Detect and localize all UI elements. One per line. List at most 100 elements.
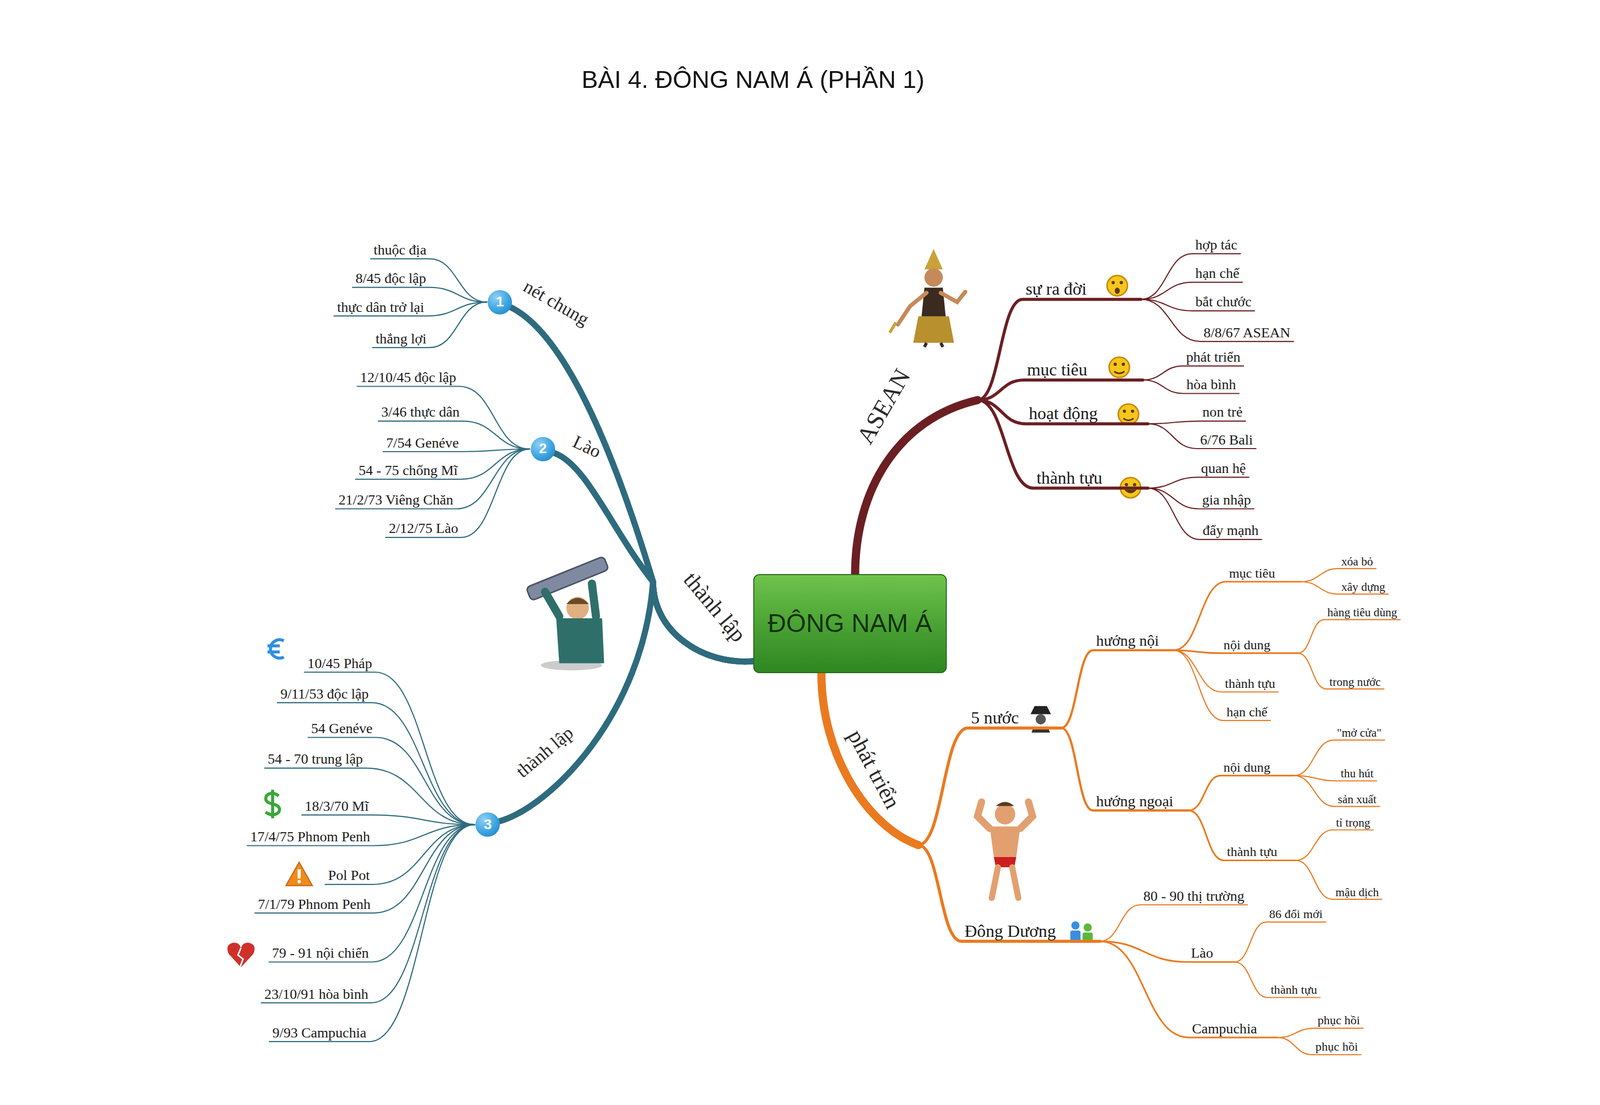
leaf-label: bắt chước xyxy=(1195,293,1252,310)
branch-label: Campuchia xyxy=(1192,1020,1258,1037)
branch-title: phát triển xyxy=(842,725,906,814)
leaf-label: 8/45 độc lập xyxy=(355,270,427,287)
leaf-line xyxy=(1295,860,1382,900)
callout-number: 3 xyxy=(475,812,500,837)
dollar-icon xyxy=(265,789,280,818)
branch-line xyxy=(918,727,1062,846)
euro-icon xyxy=(267,639,284,658)
leaf-label: 54 - 70 trung lập xyxy=(267,750,363,767)
leaf-line xyxy=(1147,488,1262,540)
leaf-label: gia nhập xyxy=(1202,491,1252,508)
leaf-label: thành tựu xyxy=(1224,676,1275,692)
leaf-line xyxy=(1147,423,1257,449)
leaf-label: 9/93 Campuchia xyxy=(272,1024,367,1041)
leaf-label: hạn chế xyxy=(1226,704,1268,720)
leaf-line xyxy=(1277,1037,1361,1055)
leaf-label: 86 đổi mới xyxy=(1269,907,1323,922)
leaf-label: đẩy mạnh xyxy=(1202,522,1259,539)
leaf-label: thắng lợi xyxy=(375,330,427,347)
leaf-line xyxy=(1295,829,1373,861)
branch-label: nội dung xyxy=(1223,759,1271,776)
branch-label: mục tiêu xyxy=(1229,565,1276,582)
leaf-label: sản xuất xyxy=(1337,792,1377,807)
branch-label: sự ra đời xyxy=(1025,278,1087,299)
leaf-label: 7/54 Genéve xyxy=(386,434,459,452)
leaf-line xyxy=(1297,653,1384,690)
central-label: ĐÔNG NAM Á xyxy=(768,609,933,638)
leaf-label: hàng tiêu dùng xyxy=(1327,605,1397,620)
leaf-line xyxy=(1234,921,1326,963)
leaf-label: trong nước xyxy=(1329,675,1381,689)
branch-line xyxy=(977,400,1148,489)
leaf-line xyxy=(1140,253,1241,300)
leaf-label: 6/76 Bali xyxy=(1200,431,1254,448)
leaf-line xyxy=(269,824,475,962)
leaf-label: 7/1/79 Phnom Penh xyxy=(258,896,371,913)
title: BÀI 4. ĐÔNG NAM Á (PHẦN 1) xyxy=(581,65,925,94)
leaf-label: thu hút xyxy=(1340,766,1374,781)
leaf-label: xây dựng xyxy=(1341,580,1386,594)
branch-line xyxy=(1188,775,1294,811)
branch-label: hoạt động xyxy=(1028,403,1098,424)
branch-label: nội dung xyxy=(1223,637,1271,653)
smiley-icons xyxy=(1107,275,1141,498)
worker-figure xyxy=(525,556,609,671)
branch-label: 5 nước xyxy=(971,707,1019,728)
branch-connector xyxy=(554,453,754,662)
smiley-faces xyxy=(1111,280,1137,494)
branch-line xyxy=(1061,650,1174,728)
branch-label: Đông Dương xyxy=(964,920,1056,941)
warning-icon xyxy=(285,861,313,886)
people-icon xyxy=(1070,921,1093,943)
leaf-label: thành tựu xyxy=(1270,982,1318,998)
leaf-label: non trẻ xyxy=(1202,403,1243,421)
branch-label: thành tựu xyxy=(1226,844,1277,860)
leaf-label: phát triển xyxy=(1186,348,1241,366)
leaf-line xyxy=(1147,488,1255,509)
leaf-label: 18/3/70 Mĩ xyxy=(304,797,369,815)
leaf-label: 23/10/91 hòa bình xyxy=(264,985,369,1003)
branch-connector xyxy=(510,307,754,662)
leaf-line xyxy=(1234,962,1321,998)
branch-label: mục tiêu xyxy=(1027,359,1088,380)
leaf-line xyxy=(1300,568,1376,582)
branch-line xyxy=(977,379,1143,401)
leaf-label: 21/2/73 Viêng Chăn xyxy=(338,491,454,508)
broken-heart-icon xyxy=(227,942,255,967)
leaf-label: 3/46 thực dân xyxy=(381,403,460,421)
callout-number: 2 xyxy=(530,436,556,462)
dancer-figure xyxy=(889,248,966,347)
leaf-line xyxy=(335,449,530,509)
leaf-label: phục hồi xyxy=(1317,1013,1361,1028)
leaf-line xyxy=(1173,650,1278,692)
branch-line xyxy=(1100,941,1235,963)
leaf-line xyxy=(1277,1028,1363,1038)
leaf-label: thuộc địa xyxy=(373,241,427,259)
branch-label: hướng ngoại xyxy=(1096,792,1174,811)
leaf-label: 8/8/67 ASEAN xyxy=(1203,324,1291,341)
strongman-figure xyxy=(977,802,1033,899)
leaf-label: 12/10/45 độc lập xyxy=(360,369,457,386)
callout-digit: 1 xyxy=(496,294,505,310)
leaf-label: 9/11/53 độc lập xyxy=(280,685,369,702)
callout-number: 1 xyxy=(487,290,512,315)
branch-line xyxy=(1188,810,1296,860)
leaf-label: 80 - 90 thị trường xyxy=(1143,887,1245,905)
branch-line xyxy=(977,400,1148,425)
leaf-line xyxy=(264,768,475,825)
leaf-label: 54 Genéve xyxy=(310,720,373,737)
leaf-label: thực dân trở lại xyxy=(337,299,425,316)
leaf-label: 17/4/75 Phnom Penh xyxy=(250,828,371,845)
leaf-label: 10/45 Pháp xyxy=(307,655,372,672)
leaf-label: "mở cửa" xyxy=(1336,725,1382,740)
leaf-line xyxy=(1100,904,1248,942)
callout-digit: 3 xyxy=(483,816,492,833)
leaf-label: hạn chế xyxy=(1195,265,1240,282)
leaf-label: tỉ trọng xyxy=(1335,815,1370,830)
leaf-line xyxy=(1297,619,1400,654)
leaf-line xyxy=(301,814,475,825)
branch-label: Lào xyxy=(1191,944,1214,962)
development-trunk xyxy=(821,673,919,846)
